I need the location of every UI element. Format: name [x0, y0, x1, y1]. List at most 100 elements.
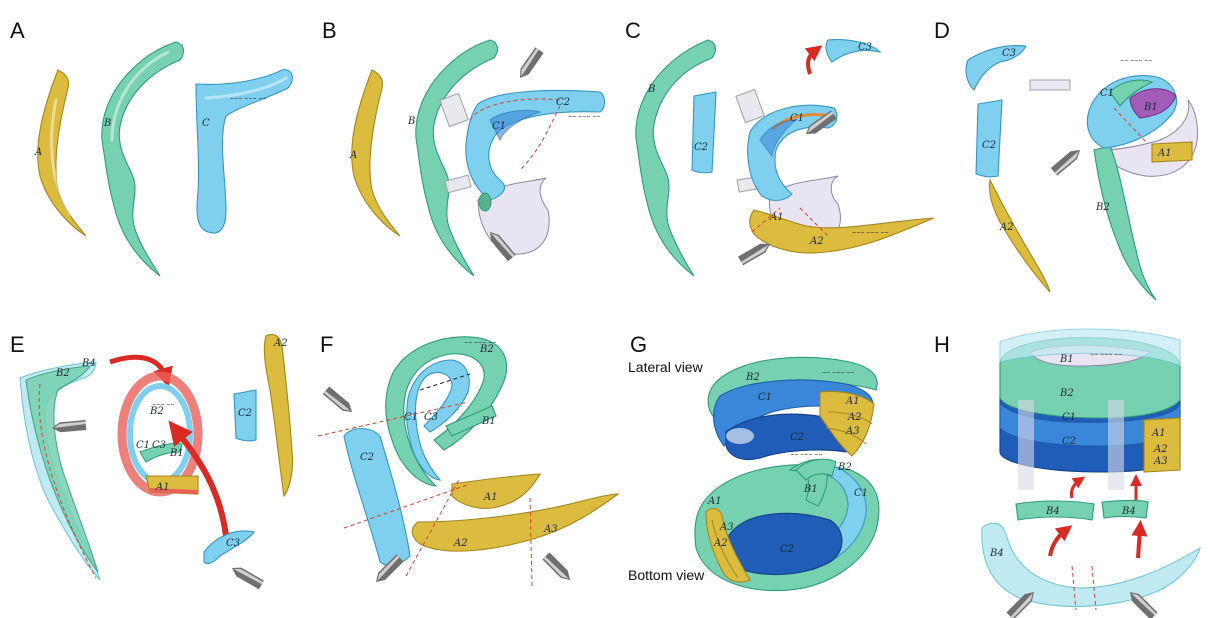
label-d-c1: C1 — [1100, 88, 1114, 99]
label-g-bottom-b1: B1 — [803, 484, 818, 495]
panel-e: E B2 B4 A1 B2 C1 C3 B1 ~~~ ~~ C3 C2 A2 — [10, 332, 293, 589]
svg-text:~~ ~~~ ~~: ~~ ~~~ ~~ — [822, 370, 855, 376]
label-g-bottom-a3: A3 — [719, 522, 734, 533]
label-f-c3: C3 — [424, 412, 438, 423]
label-d-a2: A2 — [999, 222, 1014, 233]
svg-text:~~~ ~~: ~~~ ~~ — [152, 402, 175, 408]
scalpel-icon — [323, 386, 355, 416]
label-h-b2: B2 — [1059, 388, 1074, 399]
label-c-a2: A2 — [809, 236, 824, 247]
rib-b — [102, 42, 184, 276]
label-g-a3: A3 — [845, 426, 860, 437]
panel-letter-g: G — [630, 332, 647, 357]
svg-text:~~ ~~~ ~~: ~~ ~~~ ~~ — [568, 114, 601, 120]
label-g-b2: B2 — [745, 372, 760, 383]
label-g-bottom-a2: A2 — [713, 538, 728, 549]
panel-letter-b: B — [322, 18, 337, 43]
label-b-c2: C2 — [556, 97, 570, 108]
label-g-a1: A1 — [845, 396, 860, 407]
panel-a: A A B C ~~~ ~~~ ~~ — [10, 18, 292, 276]
rib-a — [38, 70, 86, 236]
label-f-c2: C2 — [360, 452, 374, 463]
label-d-c3: C3 — [1002, 48, 1016, 59]
label-g-bottom-c1: C1 — [854, 488, 868, 499]
label-h-a1: A1 — [1151, 428, 1166, 439]
label-d-c2: C2 — [982, 140, 996, 151]
panel-c: C B C2 C3 C1 A1 A2 ~~~ ~~~ ~~ — [625, 18, 934, 276]
label-e-c1: C1 — [136, 440, 150, 451]
label-c-c3: C3 — [858, 42, 872, 53]
label-g-bottom-c2: C2 — [780, 544, 794, 555]
label-c-c2: C2 — [694, 142, 708, 153]
curved-arrow-icon — [1138, 528, 1140, 558]
label-g-a2: A2 — [847, 412, 862, 423]
scalpel-icon — [542, 552, 573, 583]
label-d-a1: A1 — [1157, 148, 1172, 159]
label-e-c3: C3 — [226, 538, 240, 549]
panel-b: B A B C1 C2 ~~ ~~~ ~~ — [322, 18, 605, 276]
panel-h: H B1 B2 C1 C2 A1 A2 A3 ~~ ~~~ ~~ B4 B4 B… — [934, 329, 1200, 618]
panel-letter-h: H — [934, 332, 950, 357]
svg-text:~~ ~~~ ~~: ~~ ~~~ ~~ — [790, 452, 823, 458]
label-e-b2: B2 — [55, 368, 70, 379]
label-g-bottom-b2: B2 — [837, 462, 852, 473]
label-b-b: B — [407, 116, 415, 127]
label-c-b: B — [647, 84, 655, 95]
panel-g: G Lateral view Bottom view B2 C1 C2 A1 A… — [628, 332, 879, 591]
label-h-c1: C1 — [1062, 412, 1076, 423]
label-h-b4-long: B4 — [989, 548, 1004, 559]
label-a-b: B — [103, 118, 111, 129]
label-h-b4-right: B4 — [1121, 506, 1136, 517]
label-f-a2: A2 — [453, 538, 468, 549]
scalpel-icon — [1051, 146, 1083, 176]
label-e-a1: A1 — [155, 482, 170, 493]
scalpel-icon — [52, 420, 87, 433]
label-c-c1: C1 — [790, 113, 804, 124]
label-h-a3: A3 — [1153, 456, 1168, 467]
label-g-bottom-a1: A1 — [707, 496, 722, 507]
label-e-b4: B4 — [81, 358, 96, 369]
panel-letter-d: D — [934, 18, 950, 43]
svg-text:~~ ~~~ ~~: ~~ ~~~ ~~ — [1120, 58, 1153, 64]
label-f-b1: B1 — [481, 416, 496, 427]
scalpel-icon — [230, 564, 264, 590]
panel-letter-a: A — [10, 18, 25, 43]
lateral-view-label: Lateral view — [628, 359, 704, 375]
svg-text:~~ ~~~ ~~: ~~ ~~~ ~~ — [1090, 352, 1123, 358]
curved-arrow-icon — [1071, 480, 1080, 498]
label-d-b1: B1 — [1143, 102, 1158, 113]
label-e-b1: B1 — [169, 448, 184, 459]
label-h-c2: C2 — [1062, 436, 1076, 447]
label-f-a1: A1 — [483, 492, 498, 503]
label-e-c2: C2 — [238, 408, 252, 419]
bottom-view: B2 B1 C1 A1 A3 A2 C2 ~~ ~~~ ~~ — [695, 452, 879, 591]
svg-text:~~ ~~~ ~~: ~~ ~~~ ~~ — [464, 340, 497, 346]
label-c-a1: A1 — [769, 212, 784, 223]
label-h-a2: A2 — [1153, 444, 1168, 455]
label-g-c2: C2 — [790, 432, 804, 443]
panel-d: D C3 C2 C1 B1 A1 ~~ ~~~ ~~ A2 B2 — [934, 18, 1198, 300]
label-a-a: A — [34, 147, 42, 158]
label-e-a2: A2 — [273, 338, 288, 349]
scalpel-icon — [516, 47, 544, 81]
label-b-a: A — [349, 150, 357, 161]
panel-letter-f: F — [320, 332, 333, 357]
lateral-view: B2 C1 C2 A1 A2 A3 ~~ ~~~ ~~ — [708, 357, 877, 459]
label-h-b1: B1 — [1059, 354, 1074, 365]
label-d-b2: B2 — [1095, 202, 1110, 213]
label-h-b4-left: B4 — [1045, 506, 1060, 517]
label-b-c1: C1 — [492, 121, 506, 132]
curved-arrow-icon — [808, 50, 816, 74]
panel-letter-e: E — [10, 332, 25, 357]
curved-arrow-icon — [1050, 530, 1066, 556]
bottom-view-label: Bottom view — [628, 567, 705, 583]
label-g-c1: C1 — [758, 392, 772, 403]
scribble-a: ~~~ ~~~ ~~ — [230, 96, 267, 102]
label-a-c: C — [202, 118, 210, 129]
label-e-c3-ring: C3 — [152, 440, 166, 451]
svg-text:~~~ ~~~ ~~: ~~~ ~~~ ~~ — [852, 230, 889, 236]
label-f-a3: A3 — [543, 524, 558, 535]
panel-f: F B2 C1 C3 B1 ~~ ~~~ ~~ C2 A1 A2 A3 — [318, 332, 618, 586]
panel-letter-c: C — [625, 18, 641, 43]
